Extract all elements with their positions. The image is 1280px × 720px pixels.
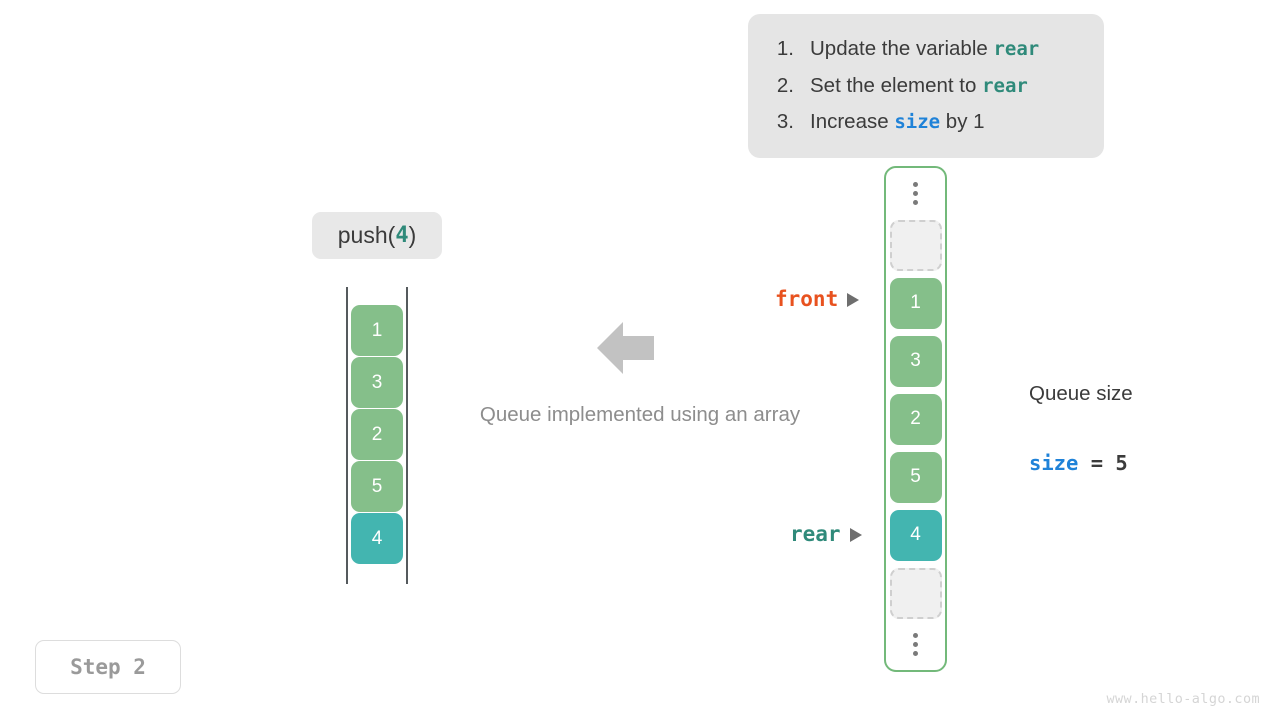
size-variable: size [1029,451,1079,475]
watermark: www.hello-algo.com [1106,691,1260,707]
vertical-ellipsis-bottom-icon [886,619,945,671]
step-number: 3. [776,110,794,133]
step-token-rear: rear [993,38,1040,60]
logical-array-cell: 1 [351,305,403,356]
step-text-prefix: Increase [810,110,895,133]
array-cell-rear: 4 [889,509,942,561]
array-bracket-left [346,287,348,584]
array-cell: 2 [889,393,942,445]
step-number: 2. [776,73,794,97]
array-cell: 3 [889,335,942,387]
array-bracket-right [406,287,408,584]
size-readout-expression: size = 5 [1029,445,1133,482]
front-pointer: front [775,287,860,311]
steps-panel: 1. Update the variable rear 2. Set the e… [748,14,1104,158]
size-readout: Queue size size = 5 [1029,343,1133,500]
step-text-prefix: Update the variable [810,37,994,60]
arrow-left-icon [597,322,654,374]
logical-array-cell: 3 [351,357,403,408]
step-number: 1. [776,37,794,60]
step-token-size: size [894,111,941,133]
step-badge: Step 2 [35,640,181,694]
logical-array-cell: 2 [351,409,403,460]
physical-array-container: 1 3 2 5 4 [884,166,947,672]
diagram-caption: Queue implemented using an array [479,403,801,426]
step-token-rear: rear [982,74,1028,97]
logical-array: 1 3 2 5 4 [346,287,408,584]
operation-name-open: push( [337,222,396,248]
step-text-prefix: Set the element to [810,73,983,97]
rear-pointer-label: rear [790,522,841,546]
array-cell: 5 [889,451,942,503]
vertical-ellipsis-top-icon [886,168,945,220]
size-value: 5 [1115,451,1128,475]
operation-argument: 4 [395,223,409,248]
pointer-arrow-icon [849,528,862,542]
step-item-3: 3. Increase size by 1 [748,104,1104,141]
logical-array-cells: 1 3 2 5 4 [351,305,403,564]
array-cell-front: 1 [889,277,942,329]
size-readout-title: Queue size [1029,382,1133,405]
operation-name-close: ) [408,222,417,248]
step-item-1: 1. Update the variable rear [748,31,1104,68]
logical-array-cell-highlight: 4 [351,513,403,564]
size-equals: = [1078,451,1116,475]
step-text-suffix: by 1 [940,110,985,133]
front-pointer-label: front [775,287,839,311]
array-cell-empty [889,219,942,271]
array-cell-empty [889,567,942,619]
rear-pointer: rear [790,522,862,546]
logical-array-cell: 5 [351,461,403,512]
pointer-arrow-icon [847,293,860,307]
operation-label: push(4) [312,212,442,259]
physical-array-cells: 1 3 2 5 4 [889,219,942,619]
step-item-2: 2. Set the element to rear [748,68,1104,105]
steps-list: 1. Update the variable rear 2. Set the e… [748,31,1104,141]
